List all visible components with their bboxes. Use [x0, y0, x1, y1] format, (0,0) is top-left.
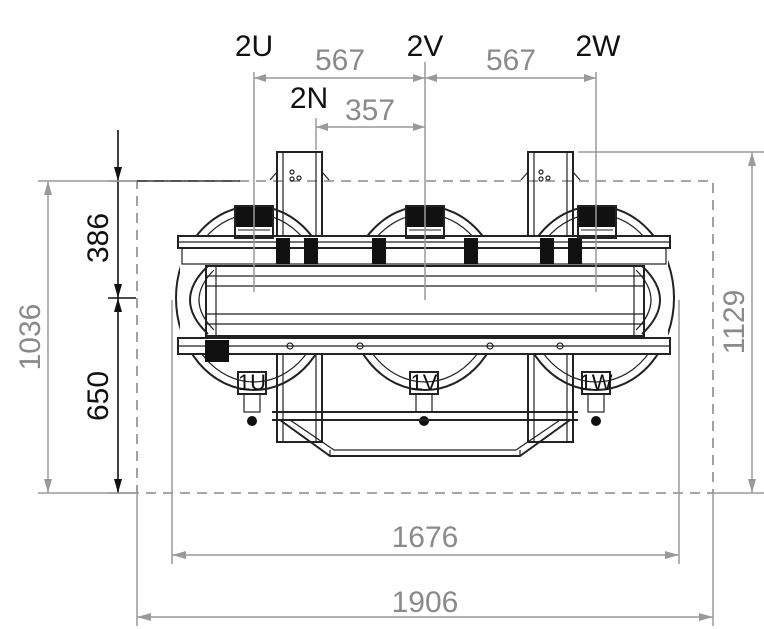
top-clamp-beam	[177, 235, 671, 265]
dim-label-neutral: 357	[345, 94, 395, 127]
dim-label-top-height: 386	[82, 213, 115, 263]
bushing-1u	[237, 371, 267, 426]
phase-centre-lines	[253, 62, 764, 300]
dim-line-neutral	[316, 123, 425, 131]
terminal-label-1v: 1V	[411, 370, 438, 395]
dashed-outline	[136, 180, 714, 494]
dim-label-uv: 567	[315, 44, 365, 77]
terminal-label-2w: 2W	[576, 30, 622, 63]
terminal-label-1u: 1U	[238, 370, 266, 395]
dim-line-total-depth	[38, 180, 137, 494]
dim-label-overall-height: 1129	[718, 290, 751, 355]
terminal-label-2u: 2U	[235, 30, 273, 63]
bottom-clamp-beam	[177, 337, 671, 362]
dim-label-vw: 567	[486, 44, 536, 77]
dim-line-inner-width	[171, 300, 680, 564]
terminal-label-2n: 2N	[290, 82, 328, 115]
dim-label-inner-width: 1676	[392, 521, 459, 554]
terminal-label-2v: 2V	[407, 30, 444, 63]
dim-label-overall-width: 1906	[392, 586, 459, 619]
terminal-label-1w: 1W	[580, 370, 613, 395]
towing-frame	[272, 411, 578, 457]
core-end-left	[189, 265, 209, 335]
core-end-right	[641, 265, 661, 335]
dim-line-uv	[254, 74, 425, 82]
bushing-1w	[581, 371, 611, 426]
dim-line-overall-height	[713, 152, 764, 494]
core-body	[180, 236, 668, 354]
dim-line-overall-width	[136, 493, 714, 626]
bushing-2w	[577, 205, 617, 239]
dim-label-bottom-height: 650	[82, 371, 115, 421]
bushing-1v	[409, 371, 439, 426]
dim-label-total-depth: 1036	[14, 304, 47, 371]
dim-line-vw	[425, 74, 596, 82]
